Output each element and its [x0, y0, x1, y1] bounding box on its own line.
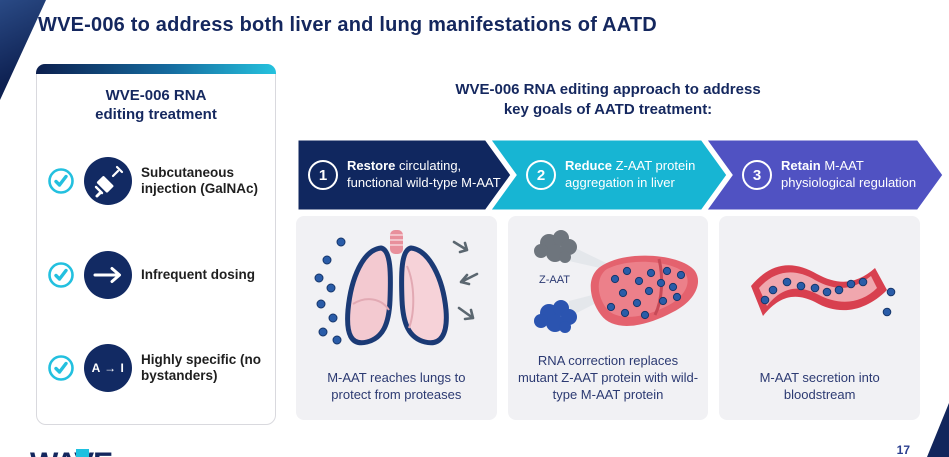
treatment-card: WVE-006 RNA editing treatment Subcutaneo… [36, 64, 276, 425]
step-2-rest: Z-AAT protein aggregation in liver [565, 158, 696, 190]
checkmark-icon [47, 354, 75, 382]
corner-decoration-bottom-right [927, 403, 949, 457]
card-item-label: Infrequent dosing [141, 266, 255, 282]
panel-liver: Z-AAT RNA correction replaces mutant Z-A… [507, 216, 709, 420]
card-title-line1: WVE-006 RNA [105, 87, 207, 104]
step-2-number-badge: 2 [526, 160, 556, 190]
panel-blood-vessel: M-AAT secretion into bloodstream [719, 216, 921, 420]
panel-blood-vessel-caption: M-AAT secretion into bloodstream [759, 370, 880, 403]
panel-liver-caption: RNA correction replaces mutant Z-AAT pro… [517, 353, 699, 403]
step-3-text: Retain M-AAT physiological regulation [781, 158, 920, 192]
card-item-infrequent-dosing: Infrequent dosing [47, 251, 269, 299]
lungs-illustration [296, 216, 497, 370]
card-item-subcutaneous-injection: Subcutaneous injection (GalNAc) [47, 157, 269, 205]
card-title: WVE-006 RNA editing treatment [37, 87, 275, 125]
step-1-rest: circulating, functional wild-type M-AAT [347, 158, 501, 190]
step-3-banner: 3 Retain M-AAT physiological regulation [708, 138, 920, 212]
step-1-chevron [296, 138, 514, 212]
checkmark-icon [47, 261, 75, 289]
panel-lungs-caption: M-AAT reaches lungs to protect from prot… [327, 370, 466, 403]
step-2-chevron [486, 138, 730, 212]
step-2-banner: 2 Reduce Z-AAT protein aggregation in li… [492, 138, 704, 212]
illustration-panels: M-AAT reaches lungs to protect from prot… [296, 216, 921, 420]
arrow-right-icon [84, 251, 132, 299]
step-3-keyword: Retain [781, 158, 821, 174]
syringe-icon [84, 157, 132, 205]
step-1-number-badge: 1 [308, 160, 338, 190]
panel-lungs: M-AAT reaches lungs to protect from prot… [296, 216, 497, 420]
page-number: 17 [896, 443, 910, 457]
blood-vessel-illustration [719, 216, 920, 370]
step-3-rest: M-AAT physiological regulation [781, 158, 917, 190]
approach-section: WVE-006 RNA editing approach to address … [296, 80, 948, 420]
a-to-i-icon-label: A → I [91, 361, 125, 375]
approach-heading-line1: WVE-006 RNA editing approach to address [455, 81, 761, 98]
step-1-text: Restore circulating, functional wild-typ… [347, 158, 508, 192]
step-3-number-badge: 3 [742, 160, 772, 190]
approach-heading-line2: key goals of AATD treatment: [503, 100, 713, 118]
liver-illustration: Z-AAT [508, 216, 709, 353]
checkmark-icon [47, 167, 75, 195]
wave-logo-text: WAVE [30, 449, 113, 457]
approach-heading: WVE-006 RNA editing approach to address … [296, 80, 920, 119]
card-title-line2: editing treatment [95, 105, 217, 123]
card-gradient-bar [36, 64, 276, 74]
wave-logo: WAVE [30, 449, 160, 457]
page-title: WVE-006 to address both liver and lung m… [38, 14, 657, 36]
step-1-banner: 1 Restore circulating, functional wild-t… [302, 138, 508, 212]
step-1-keyword: Restore [347, 158, 396, 174]
card-item-label: Subcutaneous injection (GalNAc) [141, 164, 259, 196]
step-2-keyword: Reduce [565, 158, 612, 174]
card-item-highly-specific: A → I Highly specific (no bystanders) [47, 344, 269, 392]
step-chevrons [296, 138, 946, 212]
wave-logo-accent [76, 449, 89, 457]
a-to-i-icon: A → I [84, 344, 132, 392]
z-aat-label: Z-AAT [539, 274, 570, 286]
step-2-text: Reduce Z-AAT protein aggregation in live… [565, 158, 704, 192]
step-3-chevron [702, 138, 946, 212]
card-item-label: Highly specific (no bystanders) [141, 351, 262, 383]
